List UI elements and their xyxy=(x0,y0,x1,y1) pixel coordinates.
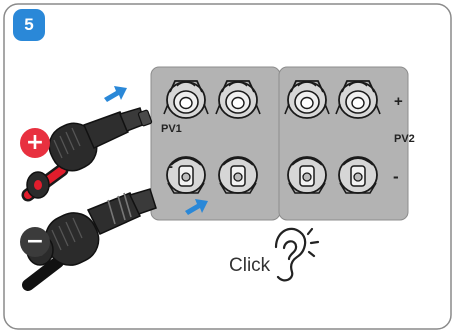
pv2-negative-port-2 xyxy=(339,157,377,193)
pv1-label: PV1 xyxy=(161,123,182,135)
pv1-negative-port-2 xyxy=(219,157,257,193)
pv2-negative-mark: - xyxy=(393,167,399,187)
pv2-label: PV2 xyxy=(394,133,415,145)
positive-polarity-icon: + xyxy=(20,128,50,158)
click-hint: Click xyxy=(229,255,270,277)
pv2-negative-port-1 xyxy=(288,157,326,193)
pv2-positive-mark: + xyxy=(394,93,403,110)
step-number-badge: 5 xyxy=(13,9,45,41)
negative-polarity-icon: − xyxy=(20,227,50,257)
pv1-negative-mark: - xyxy=(168,158,173,175)
